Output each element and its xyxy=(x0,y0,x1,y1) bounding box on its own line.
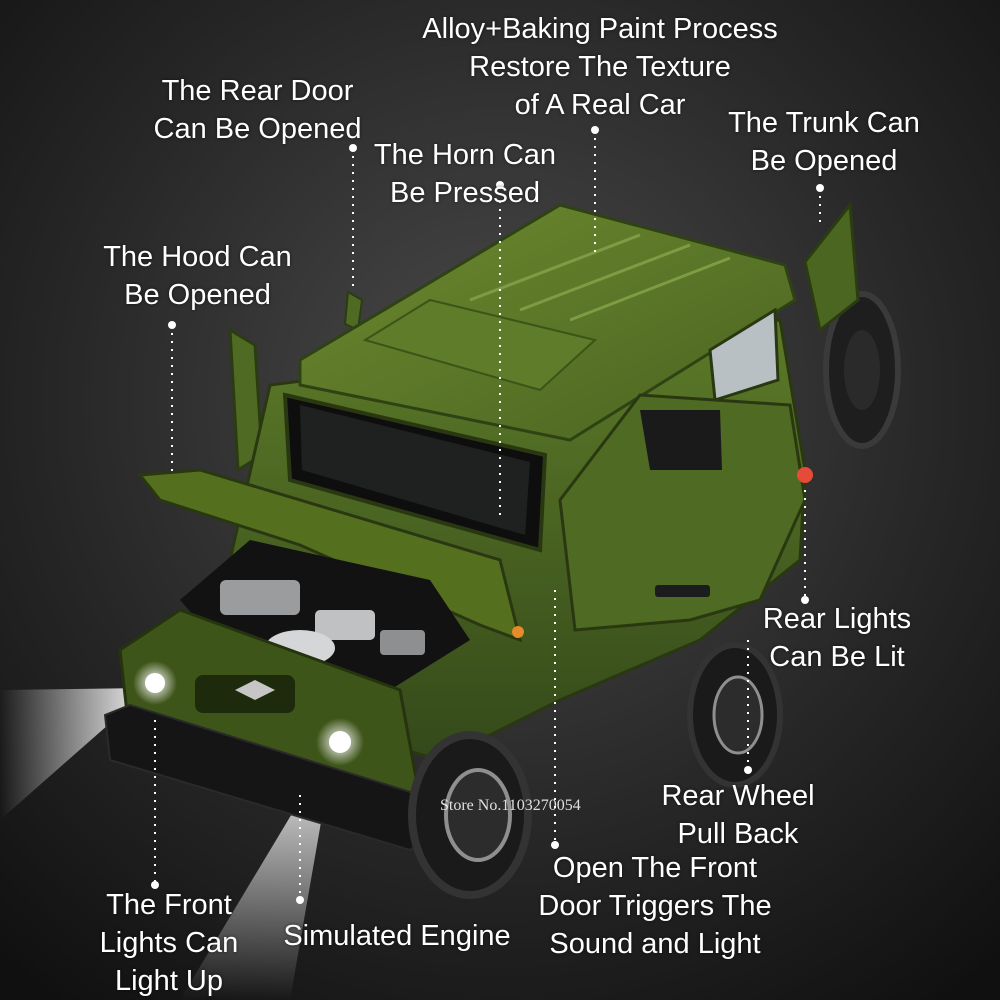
label-line: Lights Can xyxy=(99,927,239,959)
turn-signal xyxy=(512,626,524,638)
label-hood: The Hood Can Be Opened xyxy=(90,238,305,314)
jeep-model-car xyxy=(103,201,901,899)
roof-panel xyxy=(362,298,598,392)
label-front-lights: The Front Lights Can Light Up xyxy=(85,886,253,1000)
door-handle xyxy=(655,585,710,597)
side-window xyxy=(708,307,780,402)
spare-wheel xyxy=(823,291,901,449)
label-line: Alloy+Baking Paint Process xyxy=(422,13,778,45)
rear-light xyxy=(797,467,813,483)
label-line: Can Be Lit xyxy=(769,641,905,673)
label-line: Can Be Opened xyxy=(153,113,362,145)
label-rear-wheel: Rear Wheel Pull Back xyxy=(648,777,828,853)
label-horn: The Horn Can Be Pressed xyxy=(360,136,570,212)
front-door xyxy=(558,393,807,632)
label-line: Sound and Light xyxy=(549,928,761,960)
roof-ribs xyxy=(469,233,731,322)
front-wheel xyxy=(408,731,532,899)
engine xyxy=(220,580,425,666)
roof xyxy=(298,203,797,442)
label-rear-lights: Rear Lights Can Be Lit xyxy=(752,600,922,676)
door-window-frame xyxy=(640,410,722,470)
label-line: Rear Lights xyxy=(762,603,912,635)
trunk-door xyxy=(803,201,860,333)
logo-emblem xyxy=(235,680,275,700)
label-line: The Trunk Can xyxy=(728,107,920,139)
label-line: Pull Back xyxy=(677,818,799,850)
label-line: Restore The Texture xyxy=(469,51,731,83)
label-front-door: Open The Front Door Triggers The Sound a… xyxy=(515,849,795,963)
leader-lines xyxy=(154,130,821,900)
label-line: Rear Wheel xyxy=(661,780,815,812)
label-line: Be Pressed xyxy=(390,177,540,209)
store-watermark: Store No.1103270054 xyxy=(440,797,581,814)
label-line: Be Opened xyxy=(750,145,898,177)
label-trunk: The Trunk Can Be Opened xyxy=(710,104,938,180)
label-line: The Hood Can xyxy=(103,241,292,273)
label-line: Light Up xyxy=(114,965,223,997)
label-line: The Rear Door xyxy=(161,75,354,107)
label-engine: Simulated Engine xyxy=(268,917,526,955)
label-line: Simulated Engine xyxy=(283,920,511,952)
label-line: Open The Front xyxy=(552,852,758,884)
label-line: The Horn Can xyxy=(373,139,557,171)
label-rear-door: The Rear Door Can Be Opened xyxy=(140,72,375,148)
label-line: The Front xyxy=(106,889,232,921)
rear-wheel xyxy=(687,642,783,788)
label-line: Door Triggers The xyxy=(538,890,772,922)
label-line: of A Real Car xyxy=(514,89,686,121)
leader-dots xyxy=(151,126,824,904)
label-line: Be Opened xyxy=(124,279,271,311)
label-alloy-paint: Alloy+Baking Paint Process Restore The T… xyxy=(395,10,805,124)
